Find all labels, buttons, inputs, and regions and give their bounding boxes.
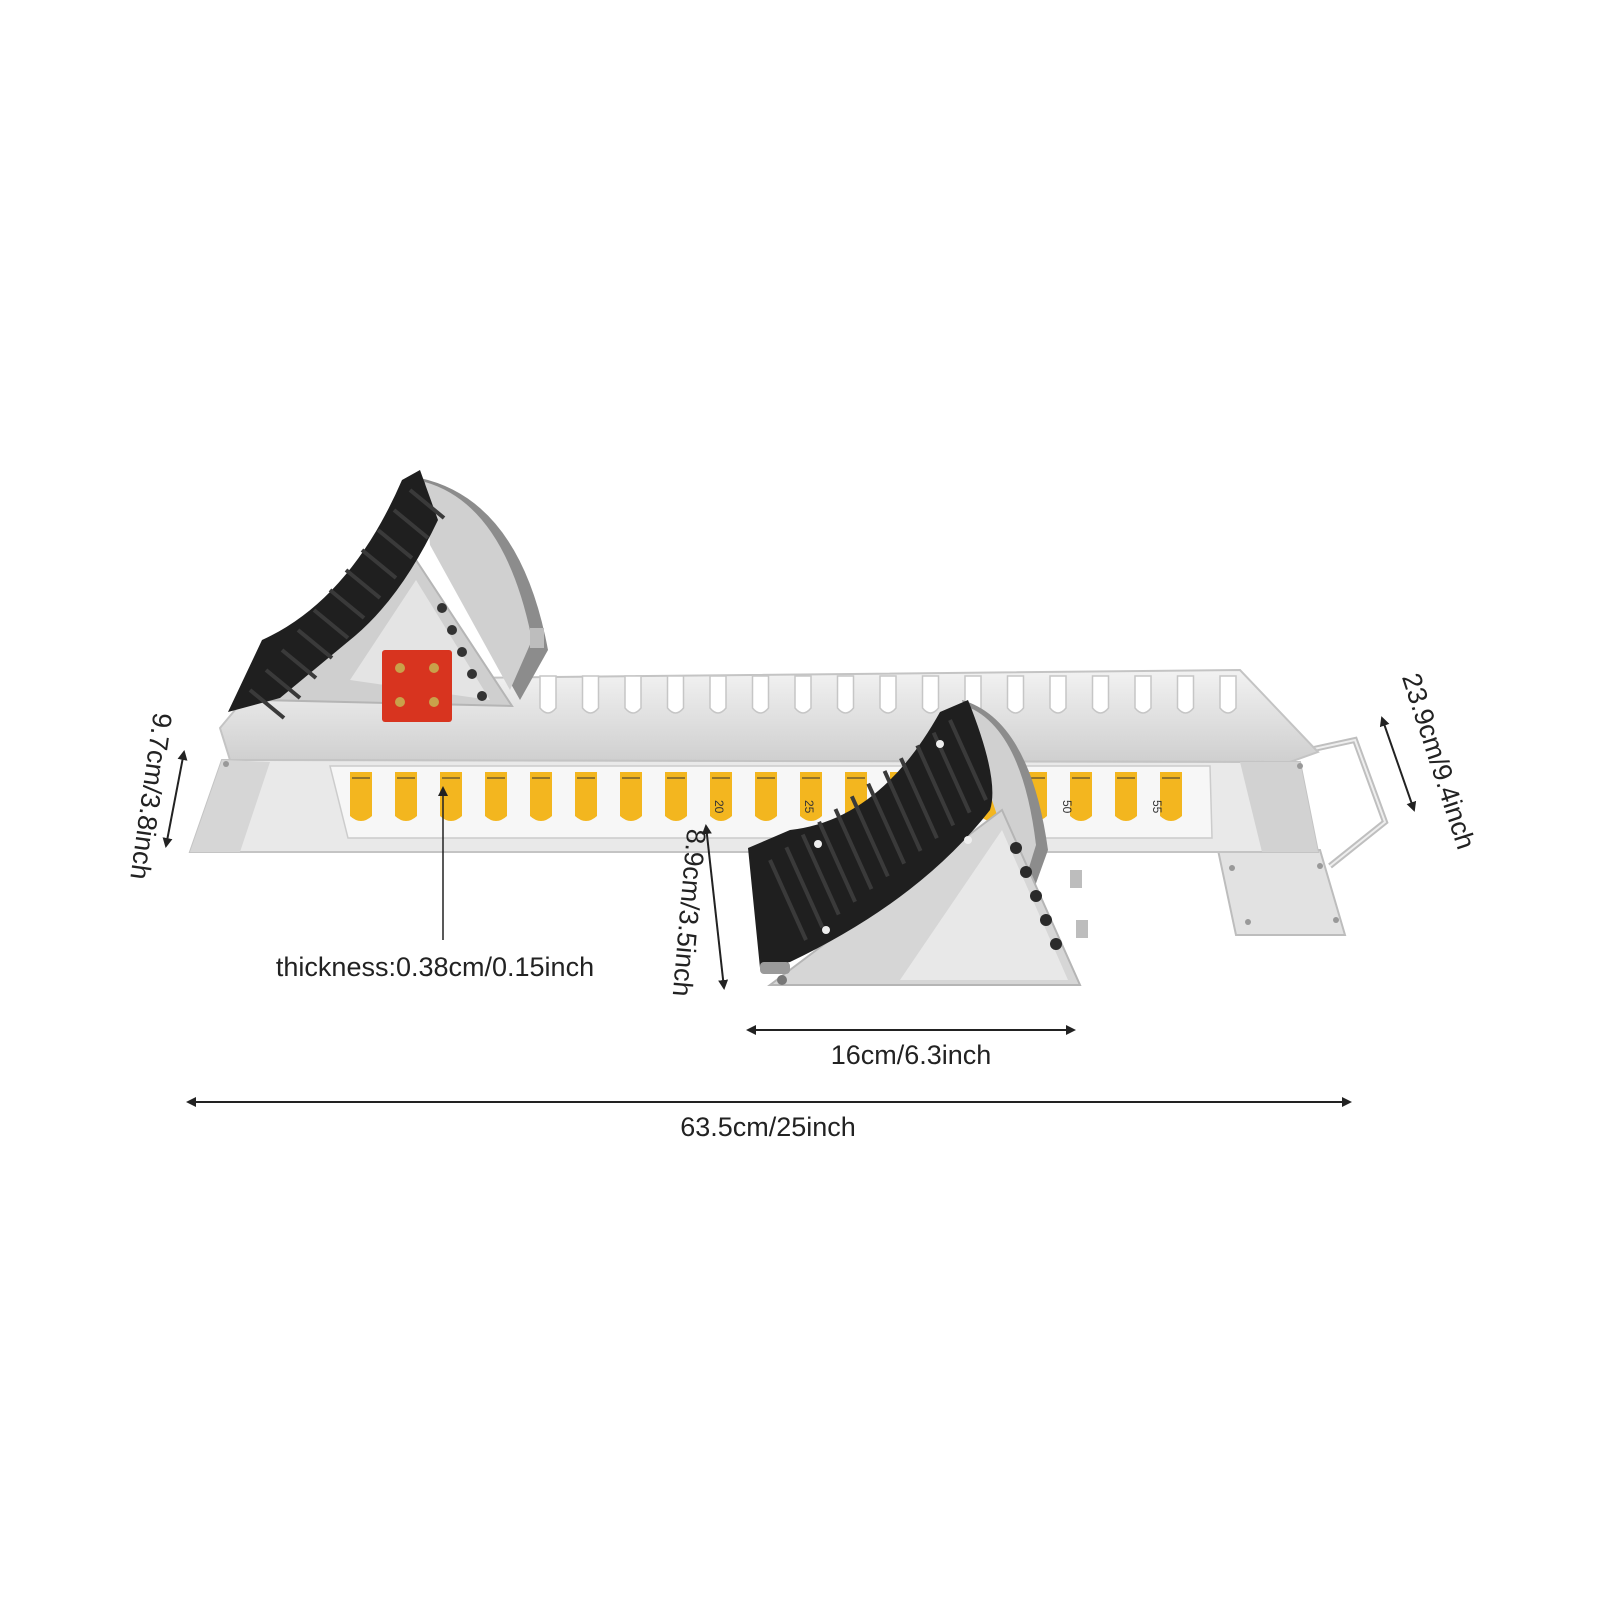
scale-label: 20 [712, 800, 726, 814]
red-adjuster-block [382, 650, 452, 722]
pad-rib [280, 648, 318, 680]
scale-slot [620, 772, 642, 821]
block-length-label: 16cm/6.3inch [831, 1040, 992, 1070]
block-height-label: 8.9cm/3.5inch [667, 828, 712, 998]
pad-rib [948, 719, 988, 801]
rear-bracket [1216, 736, 1389, 936]
scale-slot [485, 772, 507, 821]
comb-slot [1006, 675, 1025, 714]
pad-rib [882, 770, 923, 852]
total-length-label: 63.5cm/25inch [680, 1112, 856, 1142]
height-dimension-label: 9.7cm/3.8inch [124, 711, 177, 882]
comb-slot [624, 675, 642, 714]
pad-rib [915, 744, 956, 827]
rear-pad-ribs [248, 488, 446, 720]
comb-slot [1176, 675, 1195, 714]
comb-slot [1091, 675, 1110, 714]
pad-rib [768, 859, 808, 941]
pad-rib [328, 588, 366, 620]
pad-rib [408, 488, 446, 520]
pad-rib [800, 833, 841, 916]
comb-slot [539, 675, 557, 714]
scale-slot [1160, 772, 1182, 821]
pad-rib [312, 608, 350, 640]
front-pad-ribs [768, 719, 988, 941]
scale-labels: 20 25 50 55 [712, 800, 1164, 814]
pad-rib [899, 757, 939, 840]
comb-slot [921, 675, 940, 714]
pad-rib [784, 846, 825, 929]
comb-slot [1134, 675, 1152, 714]
scale-slot [1115, 772, 1137, 821]
comb-slot [794, 675, 812, 714]
width-dimension-label: 23.9cm/9.4inch [1396, 670, 1481, 853]
comb-slot [879, 675, 897, 714]
comb-slot [709, 675, 727, 714]
scale-slot [665, 772, 687, 821]
pad-rib [360, 548, 398, 580]
scale-slot [800, 772, 822, 821]
scale-slot [530, 772, 552, 821]
pad-rib [296, 628, 334, 660]
comb-slot [751, 675, 770, 714]
rail: 20 25 50 55 [188, 668, 1320, 853]
scale-slot [575, 772, 597, 821]
scale-slot [395, 772, 417, 821]
thickness-label: thickness:0.38cm/0.15inch [276, 952, 594, 982]
comb-slot [1219, 675, 1237, 714]
rear-foot-block [228, 470, 548, 722]
pad-rib [344, 568, 382, 600]
scale-label: 25 [802, 800, 816, 814]
pad-rib [264, 668, 302, 700]
comb-slot [581, 675, 600, 714]
comb-slots [539, 675, 1237, 714]
comb-slot [666, 675, 685, 714]
scale-slot [350, 772, 372, 821]
front-foot-block [748, 700, 1088, 986]
comb-slot [1049, 675, 1067, 714]
pad-rib [248, 688, 286, 720]
pad-rib [376, 528, 414, 560]
pad-rib [849, 795, 890, 878]
scale-label: 50 [1060, 800, 1074, 814]
scale-slot [440, 772, 462, 821]
comb-slot [836, 675, 855, 714]
pad-rib [866, 782, 907, 865]
scale-label: 55 [1150, 800, 1164, 814]
dimension-lines [162, 716, 1417, 1107]
pad-rib [817, 820, 857, 903]
scale-slot [710, 772, 732, 821]
scale-slot [1070, 772, 1092, 821]
scale-slot [755, 772, 777, 821]
pad-rib [392, 508, 430, 540]
pad-rib [833, 808, 874, 890]
